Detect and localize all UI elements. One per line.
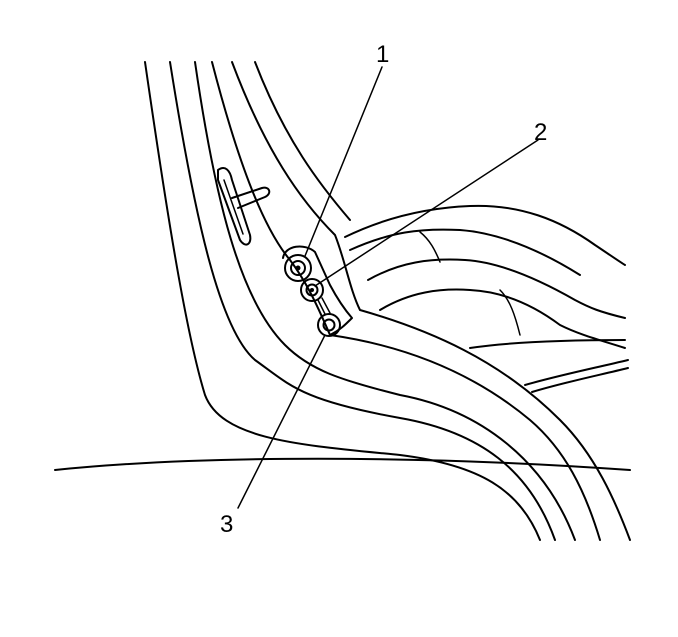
leader-line-2 [314, 139, 539, 287]
mounting-bracket [282, 245, 353, 336]
fastener-strap [317, 297, 331, 315]
belt-guide-slot [217, 167, 252, 246]
callout-1: 1 [376, 41, 389, 68]
fastener-3 [317, 313, 341, 337]
pillar-outer-edge-2 [254, 61, 351, 221]
seat-back-seam-1 [349, 228, 581, 276]
floor-edge [54, 457, 631, 471]
trim-panel-outer-edge [144, 61, 541, 541]
leader-line-3 [237, 334, 326, 509]
fastener-2-center [310, 288, 314, 292]
callout-3: 3 [220, 511, 233, 538]
seat-pleat-1 [419, 231, 441, 263]
seat-cushion-edge [524, 359, 629, 386]
seat-back-lower [379, 288, 626, 349]
callout-2: 2 [534, 119, 547, 146]
trim-panel-contour-a [169, 61, 556, 541]
seat-back-top [344, 204, 626, 266]
fastener-2-inner [305, 283, 319, 297]
fastener-1 [284, 254, 312, 282]
seat-cushion-edge-2 [531, 367, 629, 393]
pillar-outer-edge [231, 61, 631, 541]
belt-guide-slot-inner [223, 179, 244, 235]
fastener-3-inner [322, 318, 336, 332]
leader-line-1 [304, 66, 383, 257]
fastener-2 [300, 278, 324, 302]
trim-panel-contour-b [194, 61, 576, 541]
seat-back-seam-2 [367, 258, 626, 319]
fastener-1-center [295, 265, 301, 271]
seat-pleat-2 [499, 289, 521, 336]
fastener-1-inner [290, 260, 306, 276]
seat-cushion-bottom [469, 339, 626, 349]
belt-latch [231, 186, 271, 209]
